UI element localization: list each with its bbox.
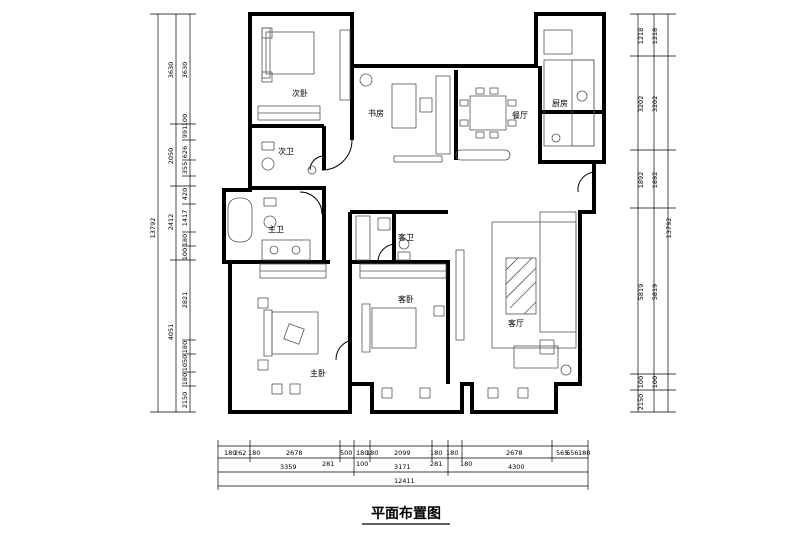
dim-left-small-9: 2821: [181, 292, 189, 309]
dim-right-small-1: 100: [637, 376, 645, 388]
dim-bottom-small-11: 180: [578, 449, 590, 457]
dim-left-4: 4051: [167, 324, 175, 341]
dim-left-small-13: 2150: [181, 392, 189, 409]
doors: [299, 139, 597, 361]
dim-left-small-5: 420: [181, 188, 189, 200]
dim-bottom-mid-2: 3171: [394, 463, 411, 471]
dim-bottom-small-6: 180: [366, 449, 378, 457]
dim-bottom-small-9: 565: [556, 449, 568, 457]
dim-bottom-small-4: 500: [340, 449, 352, 457]
dim-right-small-2: 100: [651, 376, 659, 388]
dim-bottom-mid-3: 4300: [508, 463, 525, 471]
dim-right-1b: 1218: [651, 28, 659, 45]
dim-bottom-small-5: 180: [356, 449, 368, 457]
room-label-study: 书房: [368, 108, 384, 118]
dim-right-2: 3202: [637, 96, 645, 113]
dim-left-small-8: 100: [181, 248, 189, 260]
dim-bottom-small-10: 656: [566, 449, 578, 457]
dim-left-small-4: 355: [181, 162, 189, 174]
dim-left-total: 13792: [149, 218, 157, 239]
dim-left-small-12: 180: [181, 373, 189, 385]
dim-bottom-small-8: 180: [446, 449, 458, 457]
dim-left-small-2: 100: [181, 114, 189, 126]
dim-right-1: 1218: [637, 28, 645, 45]
dim-left-small-10: 180: [181, 341, 189, 353]
dim-left-small-7: 180: [181, 234, 189, 246]
dim-bottom-top-1: 2678: [286, 449, 303, 457]
dim-bottom-small-7: 180: [430, 449, 442, 457]
room-label-master-bath: 主卫: [268, 224, 284, 234]
dim-left-5: 3630: [181, 62, 189, 79]
walls: [222, 12, 606, 414]
furniture: [227, 27, 595, 399]
dim-left-small-1: 991: [181, 126, 189, 138]
dim-right-4: 5819: [637, 284, 645, 301]
dim-right-3: 1892: [637, 172, 645, 189]
dim-bottom-small-3: 180: [248, 449, 260, 457]
dim-bottom-top-3: 2678: [506, 449, 523, 457]
bottom-dimensions: 180 262 180 2678 500 180 180 2099 180 18…: [217, 440, 590, 490]
right-dimensions: 1218 1218 3202 3202 1892 1892 5819 5819 …: [630, 13, 676, 413]
dim-bottom-total: 12411: [394, 477, 415, 485]
room-label-guest-bath: 客卫: [398, 232, 414, 242]
room-label-dining: 餐厅: [512, 111, 528, 120]
dim-bottom-mid-tag-3: 281: [430, 460, 442, 468]
dim-bottom-small-1: 180: [224, 449, 236, 457]
room-label-secondary-bedroom: 次卧: [292, 88, 308, 98]
dim-bottom-top-2: 2099: [394, 449, 411, 457]
rug-hatch: [505, 257, 537, 315]
dim-bottom-mid-tag-2: 100: [356, 460, 368, 468]
dim-left-1: 3630: [167, 62, 175, 79]
dim-bottom-small-2: 262: [234, 449, 246, 457]
dim-right-2b: 3202: [651, 96, 659, 113]
dim-bottom-mid-1: 3359: [280, 463, 297, 471]
dim-right-3b: 1892: [651, 172, 659, 189]
room-label-secondary-bath: 次卫: [278, 146, 294, 156]
dim-left-small-11: 1050: [181, 355, 189, 372]
room-label-kitchen: 厨房: [552, 98, 568, 108]
dim-left-small-6: 1417: [181, 210, 189, 227]
dim-right-4b: 5819: [651, 284, 659, 301]
drawing-title: 平面布置图: [371, 505, 441, 522]
dim-right-small-3: 2150: [637, 394, 645, 411]
dim-bottom-mid-tag-4: 180: [460, 460, 472, 468]
dim-left-2: 2050: [167, 148, 175, 165]
dim-left-3: 2412: [167, 214, 175, 231]
dim-left-small-3: 626: [181, 146, 189, 158]
dim-bottom-mid-tag-1: 281: [322, 460, 334, 468]
room-label-living: 客厅: [508, 318, 524, 328]
room-label-guest-bedroom: 客卧: [398, 294, 414, 304]
dim-right-total: 13792: [665, 218, 673, 239]
left-dimensions: 13792 3630 2050 2412 4051 3630 991 100 6…: [149, 13, 196, 413]
room-label-master-bedroom: 主卧: [310, 368, 326, 378]
